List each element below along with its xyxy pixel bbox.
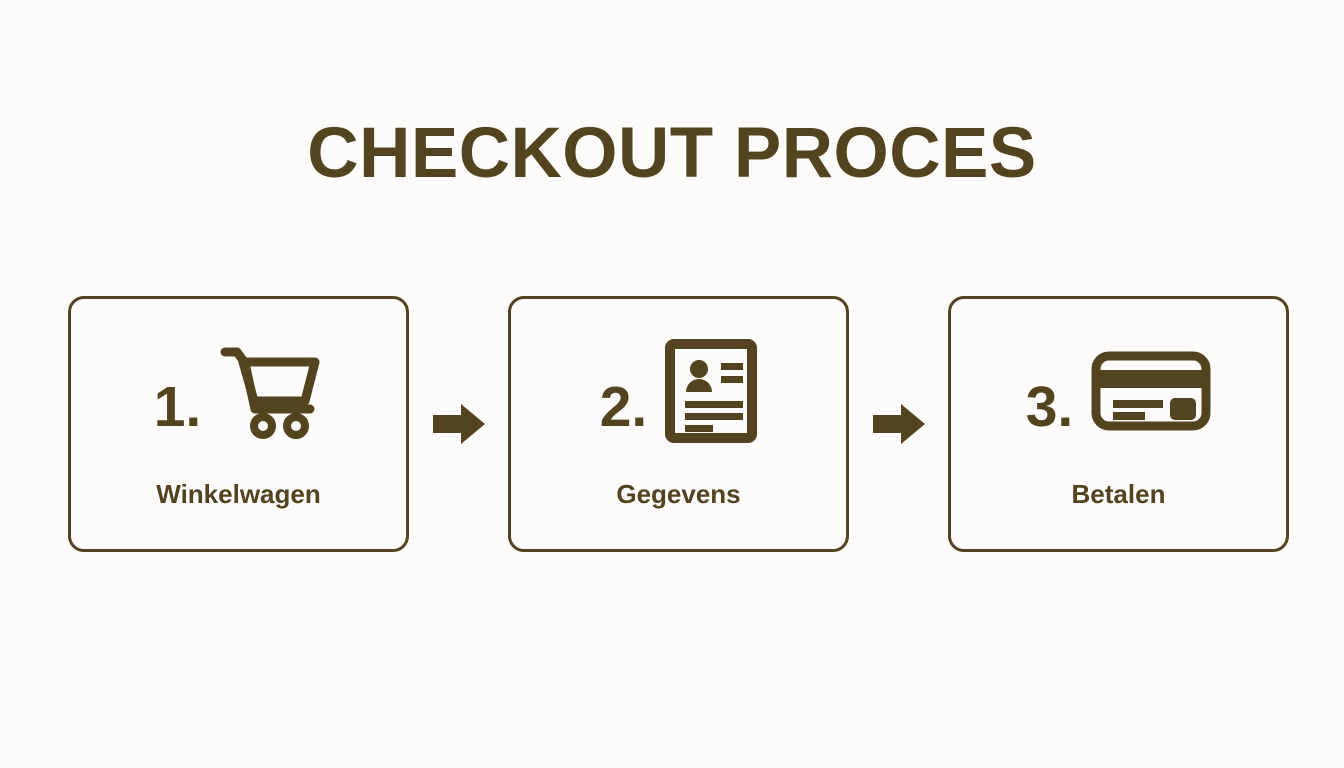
step-label: Gegevens xyxy=(616,479,741,509)
step-label: Betalen xyxy=(1071,479,1166,509)
arrow-right-icon xyxy=(872,402,925,446)
id-document-icon xyxy=(665,338,758,448)
checkout-steps-flow: 1. Winkelwagen xyxy=(68,296,1289,552)
step-number: 1. xyxy=(153,374,202,439)
step-card-header: 2. xyxy=(511,299,846,481)
shopping-cart-icon xyxy=(219,343,323,444)
step-label: Winkelwagen xyxy=(156,479,321,509)
page-title: CHECKOUT PROCES xyxy=(307,114,1037,193)
step-number: 2. xyxy=(599,374,648,439)
step-card-betalen[interactable]: 3. Betalen xyxy=(948,296,1289,552)
step-card-header: 3. xyxy=(951,299,1286,481)
step-card-header: 1. xyxy=(71,299,406,481)
step-number: 3. xyxy=(1025,374,1074,439)
arrow-right-icon xyxy=(432,402,485,446)
step-card-winkelwagen[interactable]: 1. Winkelwagen xyxy=(68,296,409,552)
credit-card-icon xyxy=(1091,348,1211,439)
step-card-gegevens[interactable]: 2. Gegevens xyxy=(508,296,849,552)
